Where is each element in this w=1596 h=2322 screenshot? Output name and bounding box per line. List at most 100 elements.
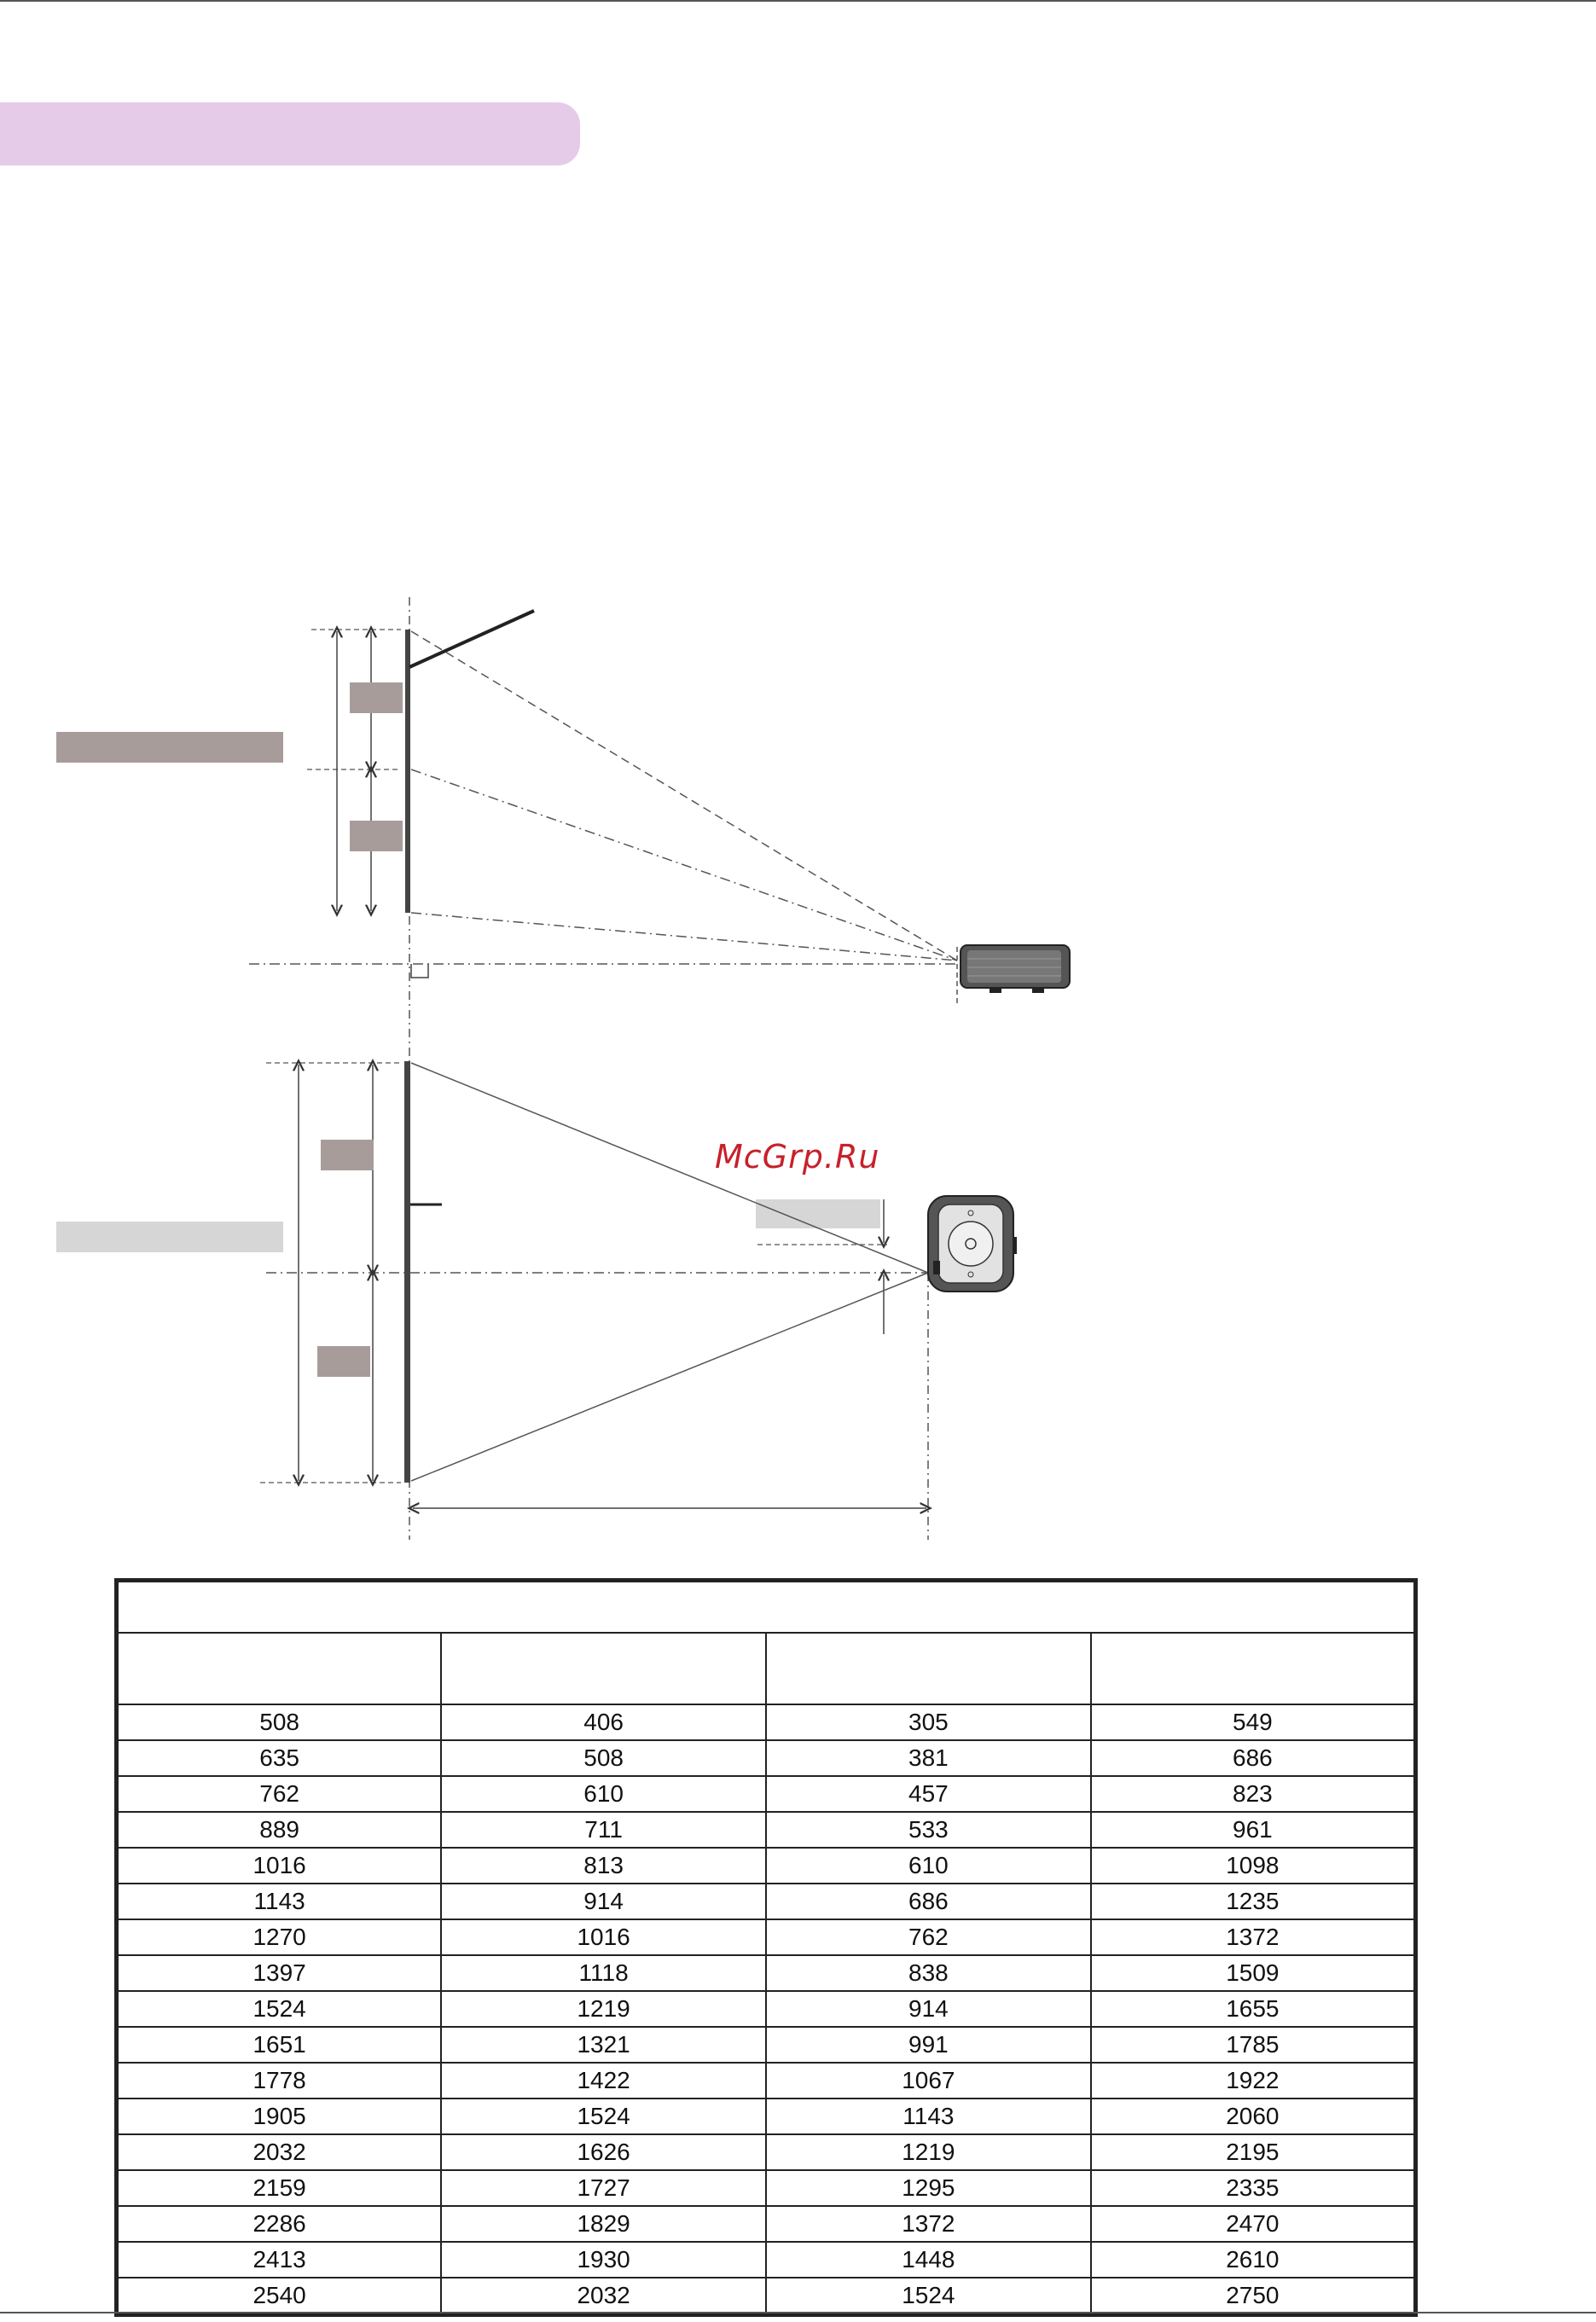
side-label-upper	[350, 682, 403, 713]
side-view-caption	[56, 732, 283, 763]
table-cell: 1235	[1089, 1883, 1417, 1920]
table-cell: 2610	[1089, 2241, 1417, 2278]
table-cell: 813	[440, 1847, 767, 1884]
table-cell: 2470	[1089, 2205, 1417, 2243]
projector-top-image	[927, 1195, 1017, 1292]
table-cell: 1785	[1089, 2026, 1417, 2064]
table-cell: 533	[765, 1811, 1092, 1849]
column-header	[115, 1632, 443, 1705]
table-title-row	[115, 1579, 1417, 1634]
table-cell: 1219	[765, 2133, 1092, 2171]
table-cell: 2413	[115, 2241, 443, 2278]
table-cell: 1016	[115, 1847, 443, 1884]
table-cell: 1098	[1089, 1847, 1417, 1884]
table-cell: 711	[440, 1811, 767, 1849]
side-view-diagram	[56, 597, 1071, 1540]
table-cell: 991	[765, 2026, 1092, 2064]
table-cell: 1655	[1089, 1990, 1417, 2028]
table-cell: 1143	[765, 2098, 1092, 2135]
top-view-caption	[56, 1222, 283, 1252]
table-cell: 635	[115, 1739, 443, 1777]
table-cell: 1295	[765, 2169, 1092, 2207]
table-cell: 762	[765, 1919, 1092, 1956]
table-cell: 1397	[115, 1954, 443, 1992]
top-rule	[0, 0, 1596, 2]
column-header	[1089, 1632, 1417, 1705]
table-cell: 889	[115, 1811, 443, 1849]
table-cell: 381	[765, 1739, 1092, 1777]
table-cell: 1219	[440, 1990, 767, 2028]
top-view-diagram	[56, 1061, 1017, 1540]
table-cell: 1524	[115, 1990, 443, 2028]
table-cell: 305	[765, 1704, 1092, 1741]
table-cell: 1270	[115, 1919, 443, 1956]
table-cell: 686	[765, 1883, 1092, 1920]
table-cell: 838	[765, 1954, 1092, 1992]
table-cell: 1067	[765, 2062, 1092, 2099]
table-cell: 610	[440, 1775, 767, 1813]
table-cell: 762	[115, 1775, 443, 1813]
table-cell: 914	[440, 1883, 767, 1920]
projector-side-image	[956, 944, 1071, 1007]
top-label-upper	[321, 1140, 374, 1170]
table-cell: 1118	[440, 1954, 767, 1992]
top-label-lower	[317, 1346, 370, 1377]
side-screen	[405, 630, 410, 913]
table-cell: 2060	[1089, 2098, 1417, 2135]
table-cell: 1778	[115, 2062, 443, 2099]
table-cell: 961	[1089, 1811, 1417, 1849]
side-label-lower	[350, 821, 403, 851]
table-cell: 1905	[115, 2098, 443, 2135]
column-header	[440, 1632, 767, 1705]
table-cell: 1524	[440, 2098, 767, 2135]
table-cell: 508	[440, 1739, 767, 1777]
table-cell: 2286	[115, 2205, 443, 2243]
table-cell: 1143	[115, 1883, 443, 1920]
offset-caption	[756, 1199, 880, 1228]
table-cell: 1422	[440, 2062, 767, 2099]
watermark-text: McGrp.Ru	[715, 1138, 880, 1176]
table-cell: 508	[115, 1704, 443, 1741]
table-cell: 2750	[1089, 2277, 1417, 2316]
table-cell: 549	[1089, 1704, 1417, 1741]
table-cell: 1930	[440, 2241, 767, 2278]
table-cell: 914	[765, 1990, 1092, 2028]
table-cell: 1651	[115, 2026, 443, 2064]
table-cell: 1016	[440, 1919, 767, 1956]
projection-diagram	[56, 597, 1071, 1540]
column-header	[765, 1632, 1092, 1705]
section-heading-pill	[0, 102, 580, 165]
table-cell: 1448	[765, 2241, 1092, 2278]
table-cell: 1321	[440, 2026, 767, 2064]
table-cell: 2159	[115, 2169, 443, 2207]
table-cell: 2540	[115, 2277, 443, 2316]
table-cell: 686	[1089, 1739, 1417, 1777]
table-cell: 1524	[765, 2277, 1092, 2316]
table-cell: 1509	[1089, 1954, 1417, 1992]
screen-mount-arm	[409, 609, 535, 669]
table-cell: 1626	[440, 2133, 767, 2171]
top-screen	[404, 1061, 410, 1483]
bottom-rule	[0, 2312, 1596, 2313]
table-cell: 1372	[1089, 1919, 1417, 1956]
table-title	[115, 1579, 1417, 1634]
table-cell: 2032	[440, 2277, 767, 2316]
table-cell: 1727	[440, 2169, 767, 2207]
table-cell: 406	[440, 1704, 767, 1741]
table-cell: 2335	[1089, 2169, 1417, 2207]
table-cell: 1829	[440, 2205, 767, 2243]
